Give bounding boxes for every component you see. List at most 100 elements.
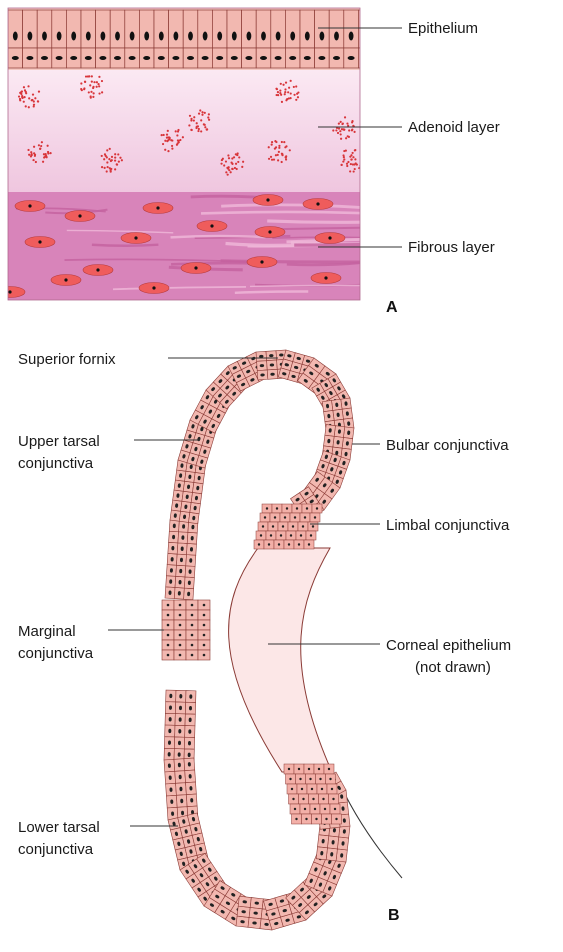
lymphocyte-dot xyxy=(33,104,35,106)
limbal-nucleus xyxy=(264,516,266,518)
lymphocyte-dot xyxy=(83,87,85,89)
limbal-nucleus xyxy=(294,808,296,810)
lymphocyte-dot xyxy=(108,158,110,160)
columnar-cell xyxy=(154,10,169,48)
columnar-cell xyxy=(125,10,140,48)
lymphocyte-dot xyxy=(200,119,202,121)
marginal-nucleus xyxy=(167,614,170,617)
cell-nucleus xyxy=(101,32,106,41)
marginal-nucleus xyxy=(203,644,206,647)
columnar-cell xyxy=(285,10,300,48)
lymphocyte-dot xyxy=(96,81,98,83)
lymphocyte-dot xyxy=(25,105,27,107)
cell-nucleus xyxy=(363,32,368,41)
corneal-epithelium-region xyxy=(229,548,332,772)
marginal-nucleus xyxy=(191,654,194,657)
marginal-nucleus xyxy=(179,654,182,657)
lymphocyte-dot xyxy=(268,158,270,160)
fibrous-layer-label: Fibrous layer xyxy=(408,239,495,256)
lymphocyte-dot xyxy=(351,129,353,131)
lymphocyte-dot xyxy=(162,143,164,145)
lymphocyte-dot xyxy=(195,127,197,129)
columnar-cell xyxy=(315,10,330,48)
fibroblast-nucleus xyxy=(324,276,327,279)
lymphocyte-dot xyxy=(23,86,25,88)
lymphocyte-dot xyxy=(35,161,37,163)
lymphocyte-dot xyxy=(193,119,195,121)
lymphocyte-dot xyxy=(271,159,273,161)
lymphocyte-dot xyxy=(31,99,33,101)
lymphocyte-dot xyxy=(227,154,229,156)
lymphocyte-dot xyxy=(293,86,295,88)
lymphocyte-dot xyxy=(284,91,286,93)
lymphocyte-dot xyxy=(347,161,349,163)
marginal-nucleus xyxy=(191,644,194,647)
lymphocyte-dot xyxy=(342,154,344,156)
limbal-nucleus xyxy=(276,507,278,509)
limbal-nucleus xyxy=(299,778,301,780)
limbal-nucleus xyxy=(288,543,290,545)
lymphocyte-dot xyxy=(167,150,169,152)
cell-nucleus xyxy=(333,56,340,60)
lymphocyte-dot xyxy=(278,151,280,153)
fibroblast-nucleus xyxy=(210,224,213,227)
marginal-nucleus xyxy=(179,614,182,617)
bulbar-conjunctiva-label: Bulbar conjunctiva xyxy=(386,437,509,454)
limbal-nucleus xyxy=(268,543,270,545)
cell-nucleus xyxy=(362,56,369,60)
columnar-cell xyxy=(344,10,359,48)
limbal-nucleus xyxy=(298,768,300,770)
lymphocyte-dot xyxy=(287,91,289,93)
lymphocyte-dot xyxy=(270,156,272,158)
lymphocyte-dot xyxy=(348,136,350,138)
lymphocyte-dot xyxy=(20,93,22,95)
lymphocyte-dot xyxy=(223,164,225,166)
lymphocyte-dot xyxy=(101,166,103,168)
lymphocyte-dot xyxy=(353,170,355,172)
lymphocyte-dot xyxy=(235,163,237,165)
lymphocyte-dot xyxy=(49,152,51,154)
cell-nucleus xyxy=(70,56,77,60)
limbal-nucleus xyxy=(274,516,276,518)
lymphocyte-dot xyxy=(340,164,342,166)
lymphocyte-dot xyxy=(220,163,222,165)
lymphocyte-dot xyxy=(275,154,277,156)
basal-cell xyxy=(358,48,373,68)
lymphocyte-dot xyxy=(33,100,35,102)
lymphocyte-dot xyxy=(284,93,286,95)
lymphocyte-dot xyxy=(104,153,106,155)
epithelium-cells xyxy=(8,10,373,68)
lymphocyte-dot xyxy=(197,130,199,132)
limbal-nucleus xyxy=(280,534,282,536)
lymphocyte-dot xyxy=(201,111,203,113)
lymphocyte-dot xyxy=(290,80,292,82)
corneal-epithelium-label-line2: (not drawn) xyxy=(415,659,491,676)
marginal-nucleus xyxy=(191,634,194,637)
lymphocyte-dot xyxy=(278,147,280,149)
cell-nucleus xyxy=(216,56,223,60)
lymphocyte-dot xyxy=(281,161,283,163)
lymphocyte-dot xyxy=(111,156,113,158)
lymphocyte-dot xyxy=(38,90,40,92)
lymphocyte-dot xyxy=(106,161,108,163)
lymphocyte-dot xyxy=(277,159,279,161)
cell-nucleus xyxy=(42,32,47,41)
cell-nucleus xyxy=(41,56,48,60)
lymphocyte-dot xyxy=(167,139,169,141)
lymphocyte-dot xyxy=(96,86,98,88)
marginal-nucleus xyxy=(203,614,206,617)
lymphocyte-dot xyxy=(231,157,233,159)
lymphocyte-dot xyxy=(193,116,195,118)
marginal-nucleus xyxy=(167,604,170,607)
cell-nucleus xyxy=(349,32,354,41)
limbal-nucleus xyxy=(304,808,306,810)
cell-nucleus xyxy=(247,32,252,41)
lymphocyte-dot xyxy=(350,163,352,165)
lymphocyte-dot xyxy=(114,159,116,161)
limbal-nucleus xyxy=(308,543,310,545)
lymphocyte-dot xyxy=(163,134,165,136)
limbal-nucleus xyxy=(318,768,320,770)
lymphocyte-dot xyxy=(285,156,287,158)
lymphocyte-dot xyxy=(338,122,340,124)
lymphocyte-dot xyxy=(350,154,352,156)
